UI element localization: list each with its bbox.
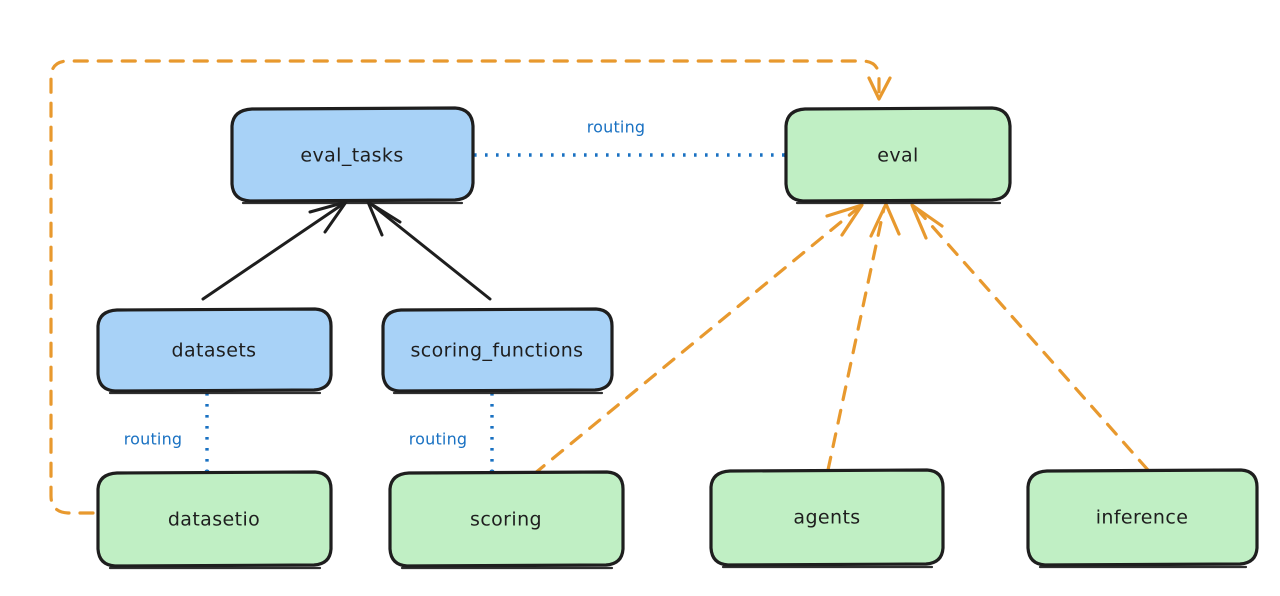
node-datasets-label: datasets — [172, 340, 257, 362]
edge-agents-to-eval-path — [826, 206, 886, 472]
node-eval_tasks-box[interactable] — [230, 106, 475, 203]
node-scoring_functions-box[interactable] — [381, 307, 614, 393]
edge-label-routing-scoring_functions: routing — [409, 430, 468, 449]
edge-datasets-to-eval_tasks — [201, 200, 348, 301]
node-datasetio-box[interactable] — [96, 470, 333, 568]
node-scoring-label: scoring — [470, 509, 542, 531]
node-agents-box[interactable] — [709, 468, 945, 567]
edge-datasetio-to-eval — [49, 59, 892, 515]
node-scoring_functions-label: scoring_functions — [411, 340, 584, 362]
node-scoring_functions[interactable]: scoring_functions — [381, 307, 614, 395]
node-eval_tasks[interactable]: eval_tasks — [230, 106, 475, 205]
edge-scoring-to-eval-arrowhead — [825, 203, 864, 237]
edge-label-routing-datasets: routing — [124, 430, 183, 449]
node-eval[interactable]: eval — [784, 106, 1012, 205]
edge-label-routing-eval_tasks: routing — [587, 118, 646, 137]
edge-agents-to-eval-arrowhead — [869, 202, 901, 238]
edge-inference-to-eval — [910, 203, 1150, 472]
node-eval_tasks-label: eval_tasks — [300, 145, 403, 167]
edge-scoring_functions-to-scoring: routing — [409, 393, 495, 475]
edge-inference-to-eval-arrowhead — [910, 203, 944, 240]
node-datasets-box[interactable] — [96, 307, 333, 393]
edge-agents-to-eval — [826, 202, 901, 472]
node-agents-label: agents — [793, 507, 860, 529]
edge-datasetio-to-eval-arrowhead — [867, 76, 892, 101]
edge-datasets-to-datasetio: routing — [124, 393, 210, 475]
node-scoring-box[interactable] — [388, 470, 625, 568]
node-datasetio[interactable]: datasetio — [96, 470, 333, 570]
node-eval-label: eval — [877, 145, 918, 167]
node-inference[interactable]: inference — [1026, 468, 1259, 569]
node-inference-box[interactable] — [1026, 468, 1259, 567]
edge-scoring-to-eval-path — [532, 206, 860, 476]
edge-datasets-to-eval_tasks-path — [201, 202, 345, 301]
node-scoring[interactable]: scoring — [388, 470, 625, 570]
node-eval-box[interactable] — [784, 106, 1012, 203]
edge-inference-to-eval-path — [914, 206, 1150, 472]
node-inference-label: inference — [1096, 507, 1189, 529]
node-datasetio-label: datasetio — [168, 509, 260, 531]
edge-datasetio-to-eval-path — [49, 59, 881, 515]
node-datasets[interactable]: datasets — [96, 307, 333, 395]
edge-scoring-to-eval — [532, 203, 864, 476]
node-agents[interactable]: agents — [709, 468, 945, 569]
edge-scoring_functions-to-eval_tasks — [366, 200, 492, 301]
edge-scoring_functions-to-eval_tasks-path — [369, 202, 492, 301]
edge-eval_tasks-to-eval: routing — [474, 118, 789, 158]
